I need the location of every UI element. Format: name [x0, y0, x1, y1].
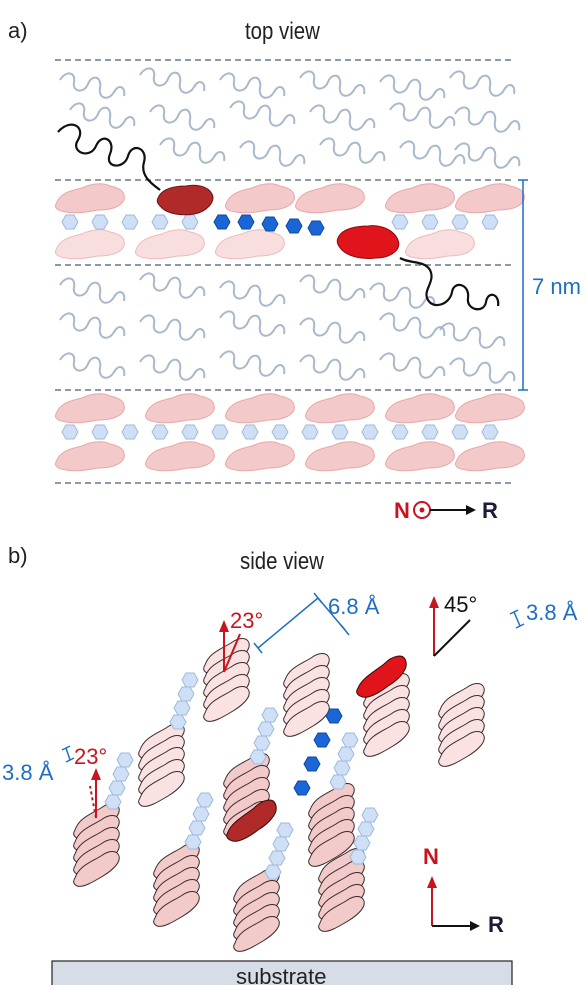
dashed-lines [55, 59, 512, 484]
panel-b-label: b) [8, 543, 28, 568]
angle-label-45: 45° [444, 592, 478, 617]
axis-a [413, 501, 476, 519]
spacing-label-left: 3.8 Å [2, 760, 54, 785]
axis-n-label-b: N [423, 844, 439, 869]
angle-label-left: 23° [74, 744, 108, 769]
dimension-bracket [518, 179, 528, 391]
panel-a-label: a) [8, 18, 28, 43]
angle-marker-top [219, 620, 241, 673]
dark-red-slab [226, 799, 277, 842]
red-slab-top [356, 655, 407, 698]
arrow-up-icon [427, 876, 437, 888]
spacing-bracket-right [509, 609, 525, 629]
spacing-bracket-left [61, 745, 75, 763]
panel-a-title: top view [245, 18, 320, 45]
chain-field-middle [59, 272, 516, 384]
arrow-right-icon [470, 921, 480, 931]
spacing-bracket-large [253, 592, 350, 654]
angle-marker-left [89, 768, 101, 819]
black-chain-lower [399, 257, 500, 311]
axis-r-label-a: R [482, 498, 498, 523]
axis-n-label-a: N [394, 498, 410, 523]
spacing-label-right: 3.8 Å [526, 600, 578, 625]
molecule-band-2 [54, 393, 525, 472]
substrate-label: substrate [236, 964, 327, 989]
spacing-label-large: 6.8 Å [328, 594, 380, 619]
blue-ring-row [61, 214, 499, 230]
panel-b-title: side view [240, 548, 324, 575]
axis-b [427, 876, 480, 931]
arrow-right-icon [466, 505, 476, 515]
black-chain-upper [57, 123, 161, 191]
molecule-band-1 [54, 183, 525, 260]
substrate-bar [51, 960, 513, 985]
angle-marker-45 [429, 596, 471, 657]
axis-r-label-b: R [488, 912, 504, 937]
red-molecule [336, 225, 400, 259]
dark-red-molecule [156, 184, 214, 216]
dimension-label: 7 nm [532, 274, 581, 299]
angle-label-top: 23° [230, 608, 264, 633]
